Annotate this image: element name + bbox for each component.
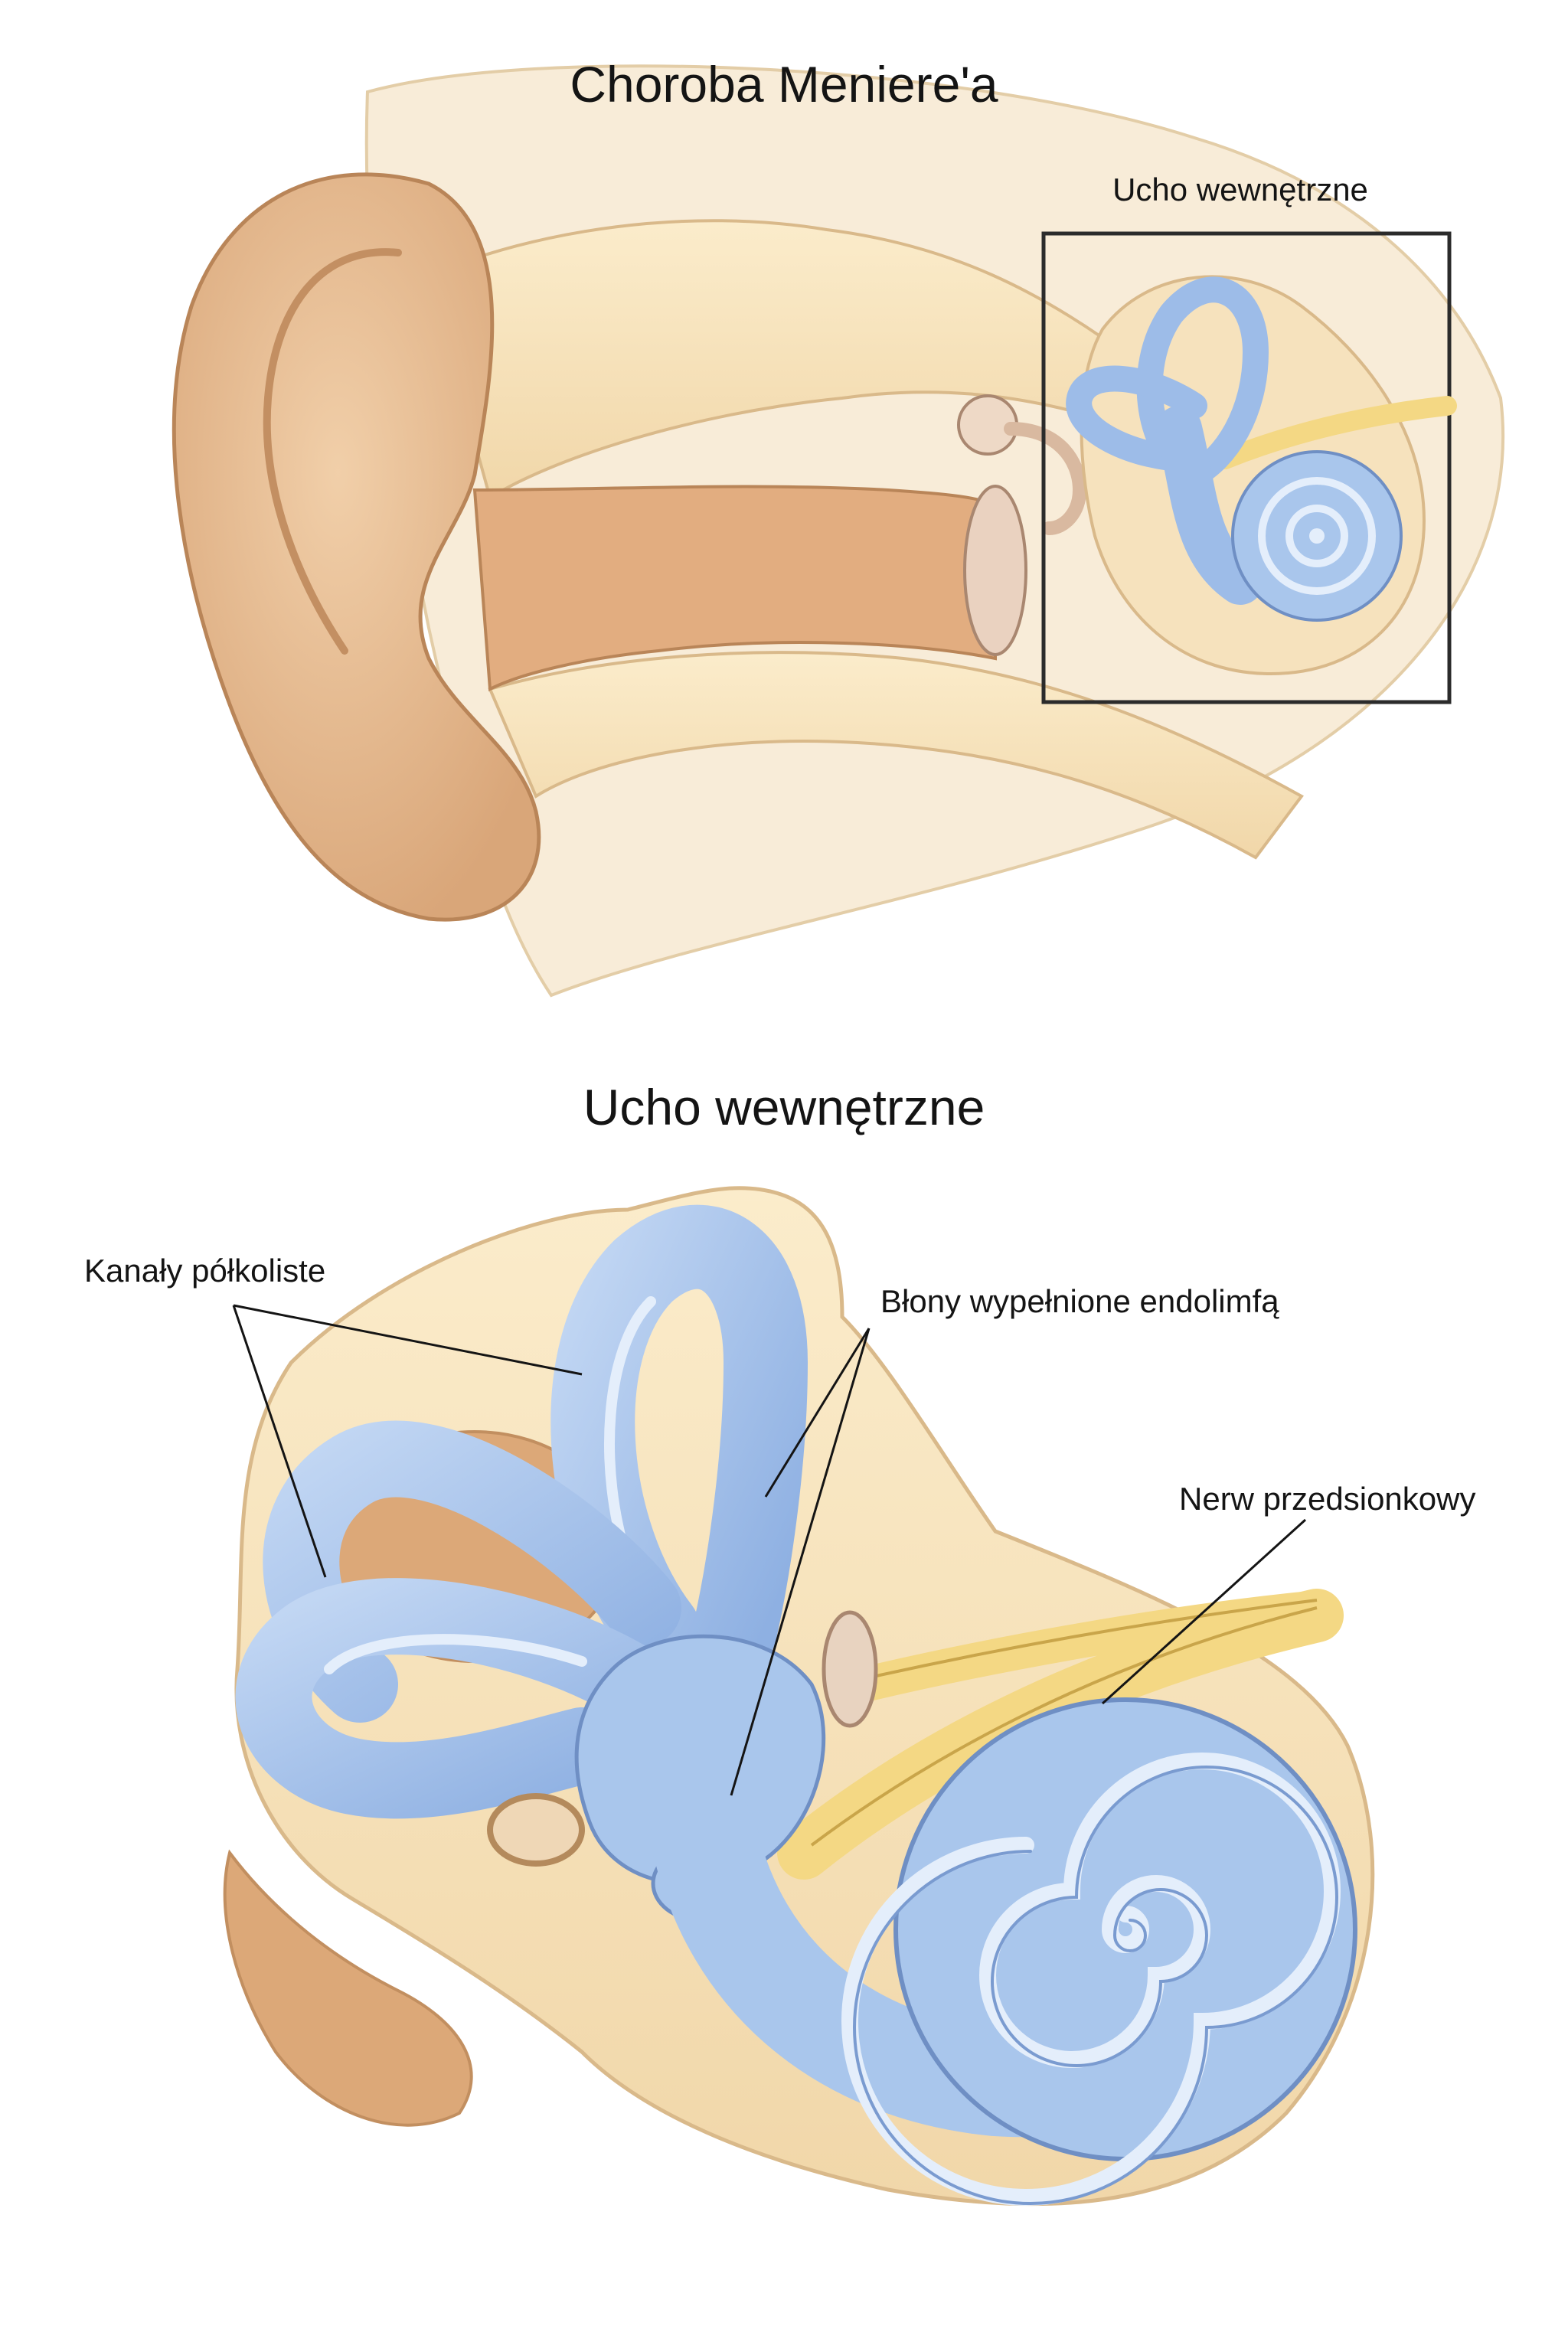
- cochlea-spiral-shadow: [853, 1766, 1338, 2205]
- canal-anterior: [550, 1204, 808, 1673]
- ear-canal: [472, 485, 997, 692]
- leader-canals-to-lateral: [232, 1305, 327, 1578]
- inset-cochlea-mid: [1258, 477, 1376, 595]
- nerve-fiber-line-2: [872, 1599, 1318, 1678]
- cochlea: [841, 1697, 1357, 2206]
- label-endolymph-membranes: Błony wypełnione endolimfą: [880, 1283, 1279, 1319]
- inset-inner-ear: [1066, 275, 1457, 676]
- canal-horizontal-highlight: [324, 1634, 587, 1674]
- leader-membranes-b: [730, 1328, 871, 1796]
- nerve-fiber-line: [810, 1606, 1318, 1847]
- inset-frame: [1041, 231, 1452, 704]
- cochlea-spiral: [841, 1753, 1341, 2206]
- detail-title: Ucho wewnętrzne: [583, 1079, 985, 1135]
- inset-horizontal-canal: [1066, 365, 1207, 472]
- label-semicircular-canals: Kanały półkoliste: [84, 1253, 326, 1289]
- eardrum: [963, 485, 1027, 656]
- inset-title: Ucho wewnętrzne: [1112, 172, 1368, 207]
- vestibular-nerve-upper: [848, 1590, 1334, 1702]
- leader-nerve: [1101, 1518, 1307, 1705]
- leader-canals-to-anterior: [233, 1304, 583, 1376]
- main-title: Choroba Meniere'a: [570, 56, 998, 113]
- leader-membranes-a: [764, 1328, 871, 1498]
- inset-semicircular-canal: [1136, 276, 1269, 489]
- inset-vestibule: [1156, 406, 1263, 605]
- cochlea-outer: [893, 1697, 1357, 2161]
- pinna: [172, 172, 541, 922]
- lower-tissue: [223, 1849, 473, 2127]
- inset-cochlea-core: [1309, 528, 1325, 544]
- label-vestibular-nerve: Nerw przedsionkowy: [1179, 1481, 1476, 1517]
- stapes-footplate: [822, 1610, 878, 1728]
- inset-cochlea-inner: [1285, 505, 1348, 567]
- inset-nerve: [1215, 396, 1457, 469]
- round-window: [487, 1793, 585, 1867]
- canal-anterior-highlight: [604, 1296, 656, 1567]
- canal-horizontal: [235, 1578, 674, 1819]
- inner-ear-detail: [223, 1186, 1375, 2207]
- ossicle-incus: [1004, 422, 1087, 535]
- pinna-fold: [263, 248, 402, 655]
- leader-lines: [232, 1304, 1307, 1796]
